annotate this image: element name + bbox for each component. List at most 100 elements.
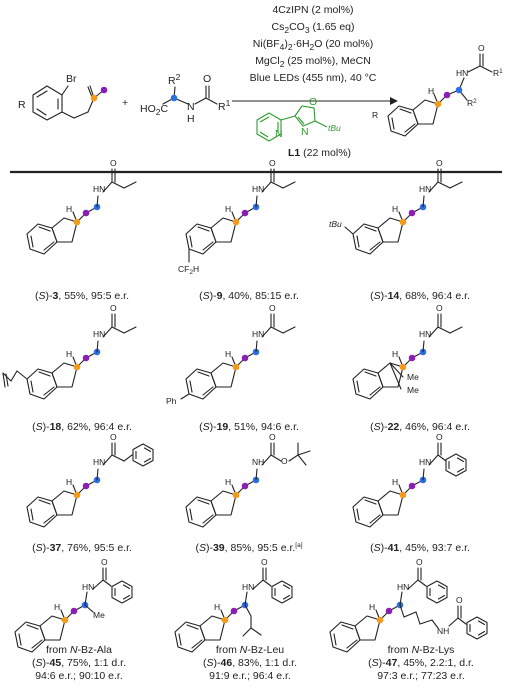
amino-acid-reactant: HO2C R2 N H O R1 — [140, 72, 231, 125]
caption-39: (S)-39, 85%, 95:5 e.r.[a] — [195, 542, 302, 554]
product-41-structure: H HN O — [352, 432, 467, 528]
product-46-structure: H HN O — [174, 557, 293, 653]
svg-text:(S)-47, 45%, 2.2:1, d.r.: (S)-47, 45%, 2.2:1, d.r. — [368, 657, 474, 669]
ligand-n1: N — [275, 128, 283, 140]
ligand-n2: N — [301, 126, 309, 138]
svg-text:Me: Me — [93, 610, 105, 620]
svg-text:O: O — [110, 432, 117, 442]
br-label: Br — [66, 73, 77, 85]
caption-46: from N-Bz-Leu (S)-46, 83%, 1:1 d.r. 91:9… — [203, 644, 297, 682]
svg-text:R2: R2 — [467, 98, 477, 108]
caption-3: (S)-3, 55%, 95:5 e.r. — [35, 290, 129, 302]
svg-text:O: O — [416, 557, 423, 567]
svg-text:O: O — [269, 432, 276, 442]
additive-text: MgCl2 (25 mol%), MeCN — [255, 55, 371, 69]
svg-text:H: H — [66, 349, 72, 359]
svg-text:NH: NH — [437, 626, 449, 636]
product-19-structure: H HN O Ph — [166, 303, 296, 406]
svg-text:NH: NH — [252, 457, 264, 467]
base-text: Cs2CO3 (1.65 eq) — [271, 21, 354, 35]
r2-label: R — [168, 75, 176, 87]
orange-atom-marker — [90, 94, 98, 102]
general-reaction: R Br + HO2C R2 N H O R1 4CzIPN (2 mol%) — [18, 4, 503, 159]
plus-sign: + — [122, 97, 128, 109]
svg-text:HO2C: HO2C — [140, 103, 168, 117]
svg-text:HN: HN — [252, 329, 264, 339]
product-37-structure: H HN O — [26, 432, 154, 528]
product-3-structure: H HN O — [26, 158, 137, 255]
svg-text:HN: HN — [419, 329, 431, 339]
acid-ho: HO — [140, 103, 156, 115]
svg-text:HN: HN — [82, 582, 94, 592]
gen-r: R — [372, 110, 378, 120]
svg-text:from N-Bz-Ala: from N-Bz-Ala — [46, 644, 112, 656]
svg-text:H: H — [225, 349, 231, 359]
svg-text:O: O — [269, 303, 276, 313]
product-18-structure: H HN O — [2, 303, 137, 400]
svg-text:from N-Bz-Lys: from N-Bz-Lys — [388, 644, 455, 656]
caption-41: (S)-41, 45%, 93:7 e.r. — [370, 542, 470, 554]
arrow-head — [390, 97, 398, 105]
svg-text:H: H — [392, 477, 398, 487]
product-22-structure: H HN O Me Me — [352, 303, 463, 400]
svg-text:O: O — [436, 158, 443, 168]
caption-18: (S)-18, 62%, 96:4 e.r. — [32, 421, 132, 433]
me-label-2: Me — [407, 385, 419, 395]
svg-text:O: O — [110, 303, 117, 313]
n-label: N — [187, 101, 195, 113]
r1-sup: 1 — [226, 98, 231, 108]
acid-c: C — [160, 103, 168, 115]
caption-37: (S)-37, 76%, 95:5 e.r. — [32, 542, 132, 554]
light-text: Blue LEDs (455 nm), 40 °C — [250, 72, 377, 84]
svg-text:O: O — [261, 557, 268, 567]
aryl-bromide-reactant: R Br — [18, 73, 108, 121]
svg-text:91:9 e.r.; 96:4 e.r.: 91:9 e.r.; 96:4 e.r. — [209, 670, 291, 682]
r1-label: R — [218, 101, 226, 113]
caption-45: from N-Bz-Ala (S)-45, 75%, 1:1 d.r. 94:6… — [32, 644, 126, 682]
product-14-structure: H HN O tBu — [329, 158, 463, 255]
gen-o: O — [478, 43, 485, 53]
ligand-o: O — [309, 96, 317, 108]
svg-text:HN: HN — [397, 582, 409, 592]
ligand-l1-structure: N N O tBu L1 (22 mol%) — [256, 96, 351, 159]
product-45-structure: H HN O Me — [14, 557, 133, 653]
svg-text:O: O — [436, 303, 443, 313]
general-product: H R HN O R1 R2 — [372, 43, 503, 137]
blue-atom-marker — [170, 94, 178, 102]
svg-text:H: H — [369, 602, 375, 612]
svg-text:97:3 e.r.; 77:23 e.r.: 97:3 e.r.; 77:23 e.r. — [377, 670, 465, 682]
svg-text:(S)-45, 75%, 1:1 d.r.: (S)-45, 75%, 1:1 d.r. — [32, 657, 126, 669]
gen-hn: HN — [456, 68, 468, 78]
r2-sup: 2 — [176, 72, 181, 82]
o-label: O — [110, 158, 117, 168]
ligand-caption: L1 (22 mol%) — [288, 147, 351, 159]
svg-text:HN: HN — [419, 184, 431, 194]
caption-22: (S)-22, 46%, 96:4 e.r. — [370, 421, 470, 433]
svg-text:O: O — [436, 432, 443, 442]
svg-text:O: O — [269, 158, 276, 168]
reaction-conditions: 4CzIPN (2 mol%) Cs2CO3 (1.65 eq) Ni(BF4)… — [250, 4, 377, 84]
svg-text:(S)-46, 83%, 1:1 d.r.: (S)-46, 83%, 1:1 d.r. — [203, 657, 297, 669]
h-label: H — [187, 113, 195, 125]
acid-sub: 2 — [156, 107, 161, 117]
caption-9: (S)-9, 40%, 85:15 e.r. — [199, 290, 299, 302]
hn-label: HN — [93, 184, 105, 194]
svg-text:94:6 e.r.; 90:10 e.r.: 94:6 e.r.; 90:10 e.r. — [35, 670, 123, 682]
svg-text:R1: R1 — [493, 68, 503, 78]
svg-text:H: H — [225, 477, 231, 487]
me-label-1: Me — [407, 372, 419, 382]
caption-19: (S)-19, 51%, 94:6 e.r. — [199, 421, 299, 433]
svg-text:from N-Bz-Leu: from N-Bz-Leu — [216, 644, 284, 656]
photocatalyst-text: 4CzIPN (2 mol%) — [272, 4, 353, 16]
tbu-label: tBu — [329, 219, 342, 229]
h-label: H — [66, 204, 72, 214]
svg-text:HN: HN — [252, 184, 264, 194]
purple-atom-marker — [100, 86, 108, 94]
product-47-structure: H HN O NH O — [329, 557, 488, 653]
svg-text:HN: HN — [93, 457, 105, 467]
cf2h-label: CF2H — [178, 264, 199, 276]
svg-text:H: H — [225, 204, 231, 214]
gen-h: H — [428, 86, 434, 96]
svg-text:H: H — [392, 349, 398, 359]
